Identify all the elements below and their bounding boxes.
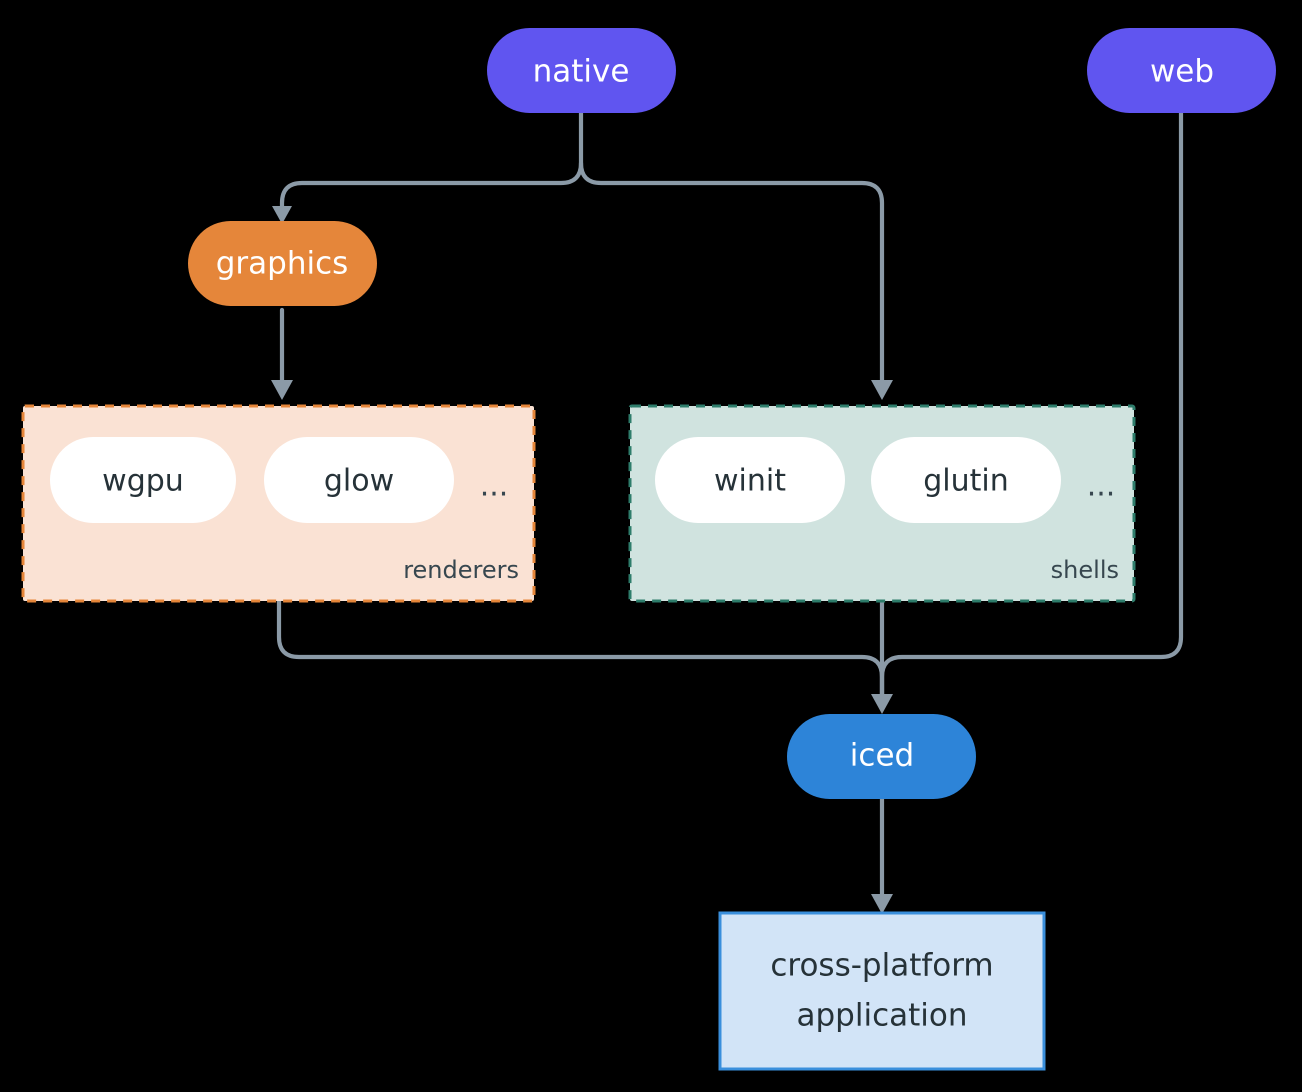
node-application-label-line2: application	[797, 998, 968, 1034]
shells-ellipsis: ...	[1087, 469, 1116, 504]
renderer-pill-glow[interactable]	[264, 437, 454, 523]
shell-pill-glutin-label: glutin	[923, 464, 1009, 499]
node-graphics-label: graphics	[216, 246, 349, 282]
node-application-shape[interactable]	[718, 911, 1046, 1071]
edge-native-to-graphics	[279, 160, 584, 213]
node-application-label-line1: cross-platform	[770, 948, 993, 984]
node-graphics[interactable]: graphics	[188, 221, 377, 306]
node-web-label: web	[1150, 54, 1214, 90]
renderer-pill-wgpu[interactable]	[50, 437, 236, 523]
node-native-shape[interactable]	[487, 28, 676, 113]
node-iced[interactable]: iced	[787, 714, 976, 799]
shells-group-caption: shells	[1051, 556, 1119, 584]
shell-pill-winit[interactable]	[655, 437, 845, 523]
arrow-head-native-shells	[871, 380, 893, 400]
arrow-head-graphics-renderers	[271, 380, 293, 400]
edge-layer	[271, 109, 1184, 914]
renderer-pill-glow-label: glow	[324, 464, 394, 499]
shell-pill-winit-label: winit	[714, 464, 786, 499]
node-native-label: native	[533, 54, 630, 90]
renderer-pill-wgpu-label: wgpu	[102, 464, 184, 499]
group-renderers: wgpu glow ... renderers	[21, 404, 536, 603]
node-iced-shape[interactable]	[787, 714, 976, 799]
group-shells: winit glutin ... shells	[628, 404, 1136, 603]
node-native[interactable]: native	[487, 28, 676, 113]
node-web[interactable]: web	[1087, 28, 1276, 113]
renderers-ellipsis: ...	[480, 469, 509, 504]
edge-web-to-iced	[879, 109, 1184, 698]
shell-pill-glutin[interactable]	[871, 437, 1061, 523]
arrow-head-merge-iced	[871, 694, 893, 714]
arrow-head-native-graphics	[272, 206, 292, 224]
edge-renderers-to-iced	[276, 598, 885, 698]
node-application[interactable]: cross-platform application	[718, 911, 1046, 1071]
node-iced-label: iced	[850, 738, 914, 774]
node-web-shape[interactable]	[1087, 28, 1276, 113]
renderers-group-caption: renderers	[403, 556, 519, 584]
arrow-head-iced-application	[871, 894, 893, 914]
node-graphics-shape[interactable]	[188, 221, 377, 306]
edge-native-bus	[578, 109, 885, 383]
